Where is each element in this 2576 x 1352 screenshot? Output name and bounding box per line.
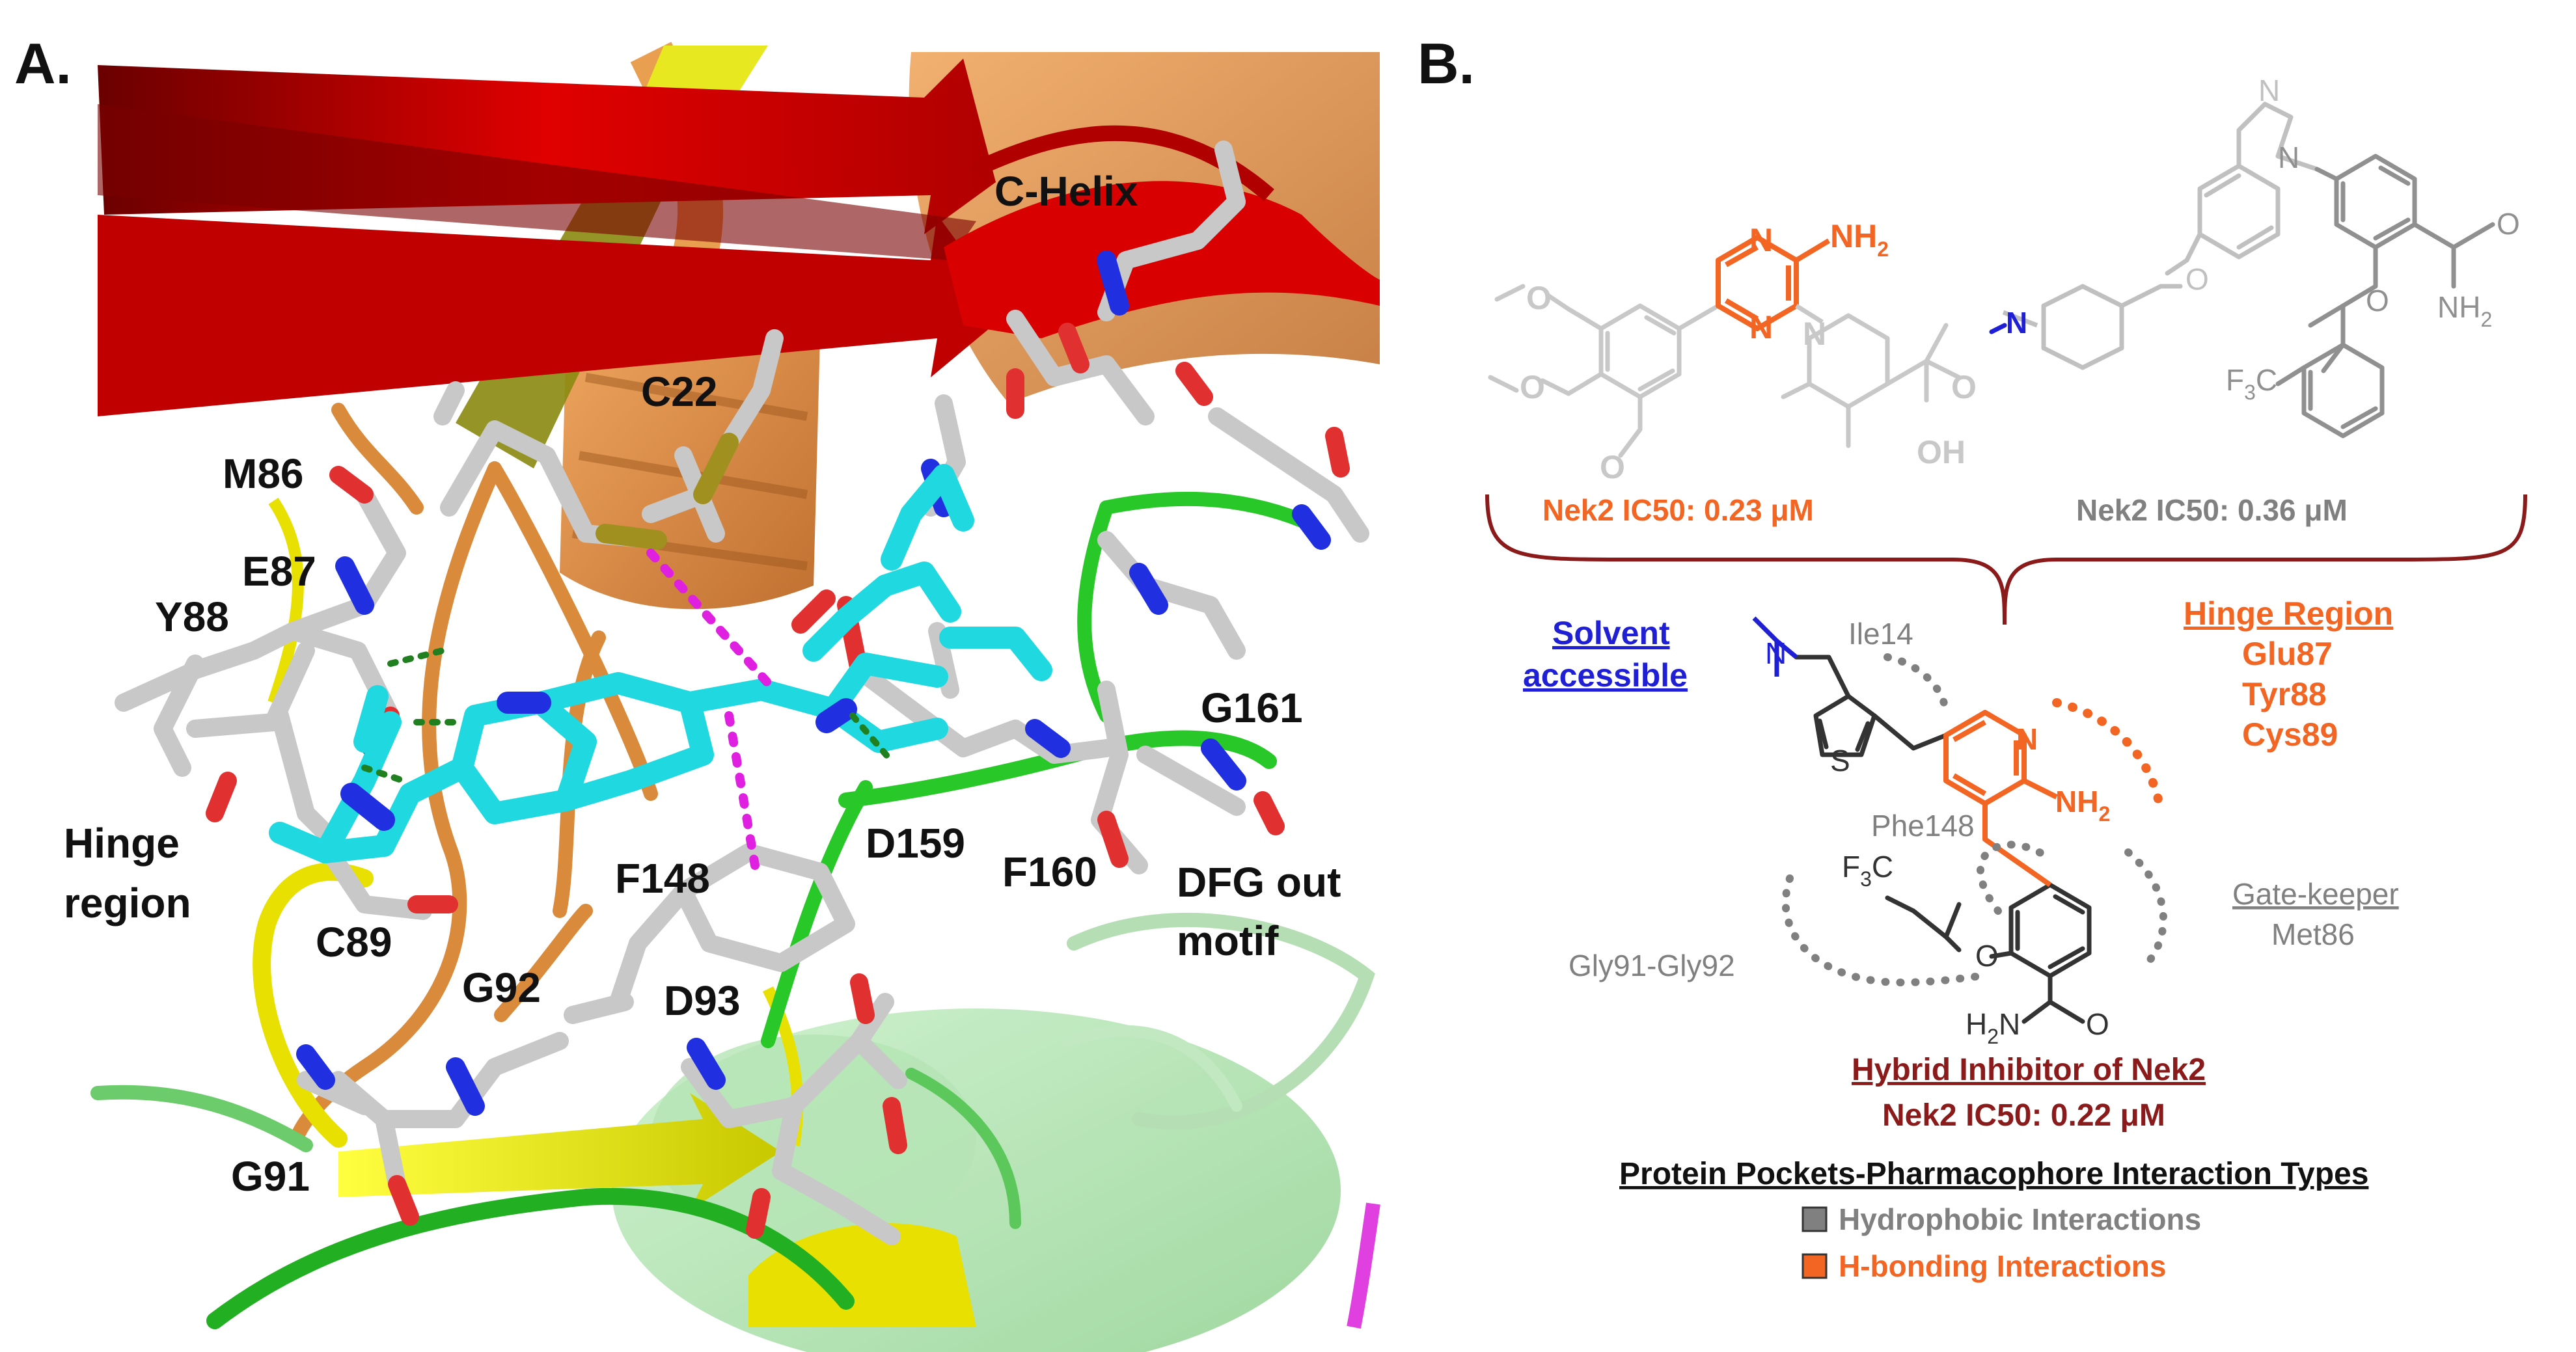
compound-2-structure: N O N N O NH2 O F3C Nek2 IC50: 0.36 μM <box>1989 74 2520 527</box>
label-f148: F148 <box>615 855 710 902</box>
label-m86: M86 <box>223 450 304 497</box>
c1-n-upper: N <box>1749 222 1773 258</box>
panel-a-letter: A. <box>14 31 72 96</box>
c2-cf3: F3C <box>2226 363 2277 404</box>
compound-1-structure: N N NH2 N OH O O O O Nek2 IC50: 0.23 μM <box>1488 218 1977 527</box>
hy-o-ether: O <box>1975 939 1999 973</box>
red-beta-sheet <box>98 59 1380 416</box>
solvent-label-line1: Solvent <box>1552 615 1670 651</box>
panel-b-letter: B. <box>1418 31 1475 96</box>
label-e87: E87 <box>242 548 316 595</box>
tyr88-label: Tyr88 <box>2242 676 2327 712</box>
label-g161: G161 <box>1201 684 1303 731</box>
legend-swatch-hydrophobic <box>1802 1206 1828 1232</box>
c2-n-im2: N <box>2278 141 2299 174</box>
hy-n-pyr: N <box>2016 722 2038 756</box>
hinge-region-title: Hinge Region <box>2184 595 2393 632</box>
gatekeeper-title: Gate-keeper <box>2232 877 2399 911</box>
legend-title: Protein Pockets-Pharmacophore Interactio… <box>1619 1157 2368 1191</box>
label-hinge-line2: region <box>64 880 191 926</box>
label-f160: F160 <box>1002 848 1097 895</box>
c2-nh2: NH2 <box>2437 290 2492 331</box>
label-d159: D159 <box>866 820 965 867</box>
label-hinge-line1: Hinge <box>64 820 180 867</box>
merge-brace <box>1485 494 2527 625</box>
c2-o-amide: O <box>2497 207 2520 241</box>
ligand-n-atoms <box>340 692 857 831</box>
hy-h2n: H2N <box>1966 1007 2020 1048</box>
yellow-loops <box>253 498 976 1327</box>
gly91-92-label: Gly91-Gly92 <box>1569 949 1735 982</box>
c1-o-meo3: O <box>1600 449 1625 485</box>
panel-b: B. <box>1418 31 2527 1283</box>
hy-n-dma: N <box>1765 636 1787 670</box>
pocket-arcs <box>1781 653 2167 987</box>
label-g91: G91 <box>231 1153 310 1200</box>
hybrid-ic50: Nek2 IC50: 0.22 μM <box>1882 1098 2165 1133</box>
c1-nh2: NH2 <box>1830 218 1889 261</box>
label-c89: C89 <box>316 919 392 966</box>
hy-f3c: F3C <box>1842 850 1893 891</box>
label-d93: D93 <box>664 977 740 1024</box>
interaction-dashes <box>361 548 895 870</box>
legend-item-hydrophobic: Hydrophobic Interactions <box>1839 1202 2201 1236</box>
c1-n-ring: N <box>1803 316 1826 352</box>
label-dfg-line1: DFG out <box>1177 859 1341 906</box>
label-dfg-line2: motif <box>1177 917 1279 964</box>
cys89-label: Cys89 <box>2242 716 2338 753</box>
label-g92: G92 <box>462 964 541 1011</box>
legend-item-hbond: H-bonding Interactions <box>1839 1249 2166 1283</box>
hy-nh2: NH2 <box>2055 785 2110 826</box>
c2-n-pip: N <box>2006 306 2027 340</box>
panel-a: A. C-Helix C22 M86 E87 Y88 Hinge region … <box>14 31 1386 1352</box>
label-c22: C22 <box>641 368 717 415</box>
c2-n-im1: N <box>2258 74 2280 107</box>
magenta-loop <box>1347 1202 1380 1329</box>
hy-s: S <box>1830 744 1850 777</box>
hybrid-title: Hybrid Inhibitor of Nek2 <box>1852 1053 2206 1087</box>
c1-oh: OH <box>1917 434 1966 470</box>
hy-o-amide: O <box>2086 1007 2109 1041</box>
c1-o-acid: O <box>1951 369 1977 405</box>
c1-o-meo1: O <box>1526 280 1552 316</box>
solvent-label-line2: accessible <box>1523 657 1688 694</box>
c1-ic50: Nek2 IC50: 0.23 μM <box>1542 493 1814 527</box>
c2-ic50: Nek2 IC50: 0.36 μM <box>2076 493 2348 527</box>
c2-o-ether1: O <box>2185 262 2209 296</box>
ile14-label: Ile14 <box>1848 617 1913 651</box>
hybrid-structure: N S N NH2 O F3C H2N O <box>1752 616 2110 1048</box>
glu87-label: Glu87 <box>2242 636 2333 672</box>
legend: Protein Pockets-Pharmacophore Interactio… <box>1619 1157 2368 1283</box>
c2-o-ether2: O <box>2366 284 2389 318</box>
met86-label: Met86 <box>2271 917 2355 951</box>
legend-swatch-hbond <box>1802 1253 1828 1279</box>
c1-n-lower: N <box>1749 309 1773 345</box>
label-y88: Y88 <box>155 593 229 640</box>
phe148-label: Phe148 <box>1871 809 1975 843</box>
c1-o-meo2: O <box>1520 369 1545 405</box>
label-c-helix: C-Helix <box>994 168 1138 215</box>
